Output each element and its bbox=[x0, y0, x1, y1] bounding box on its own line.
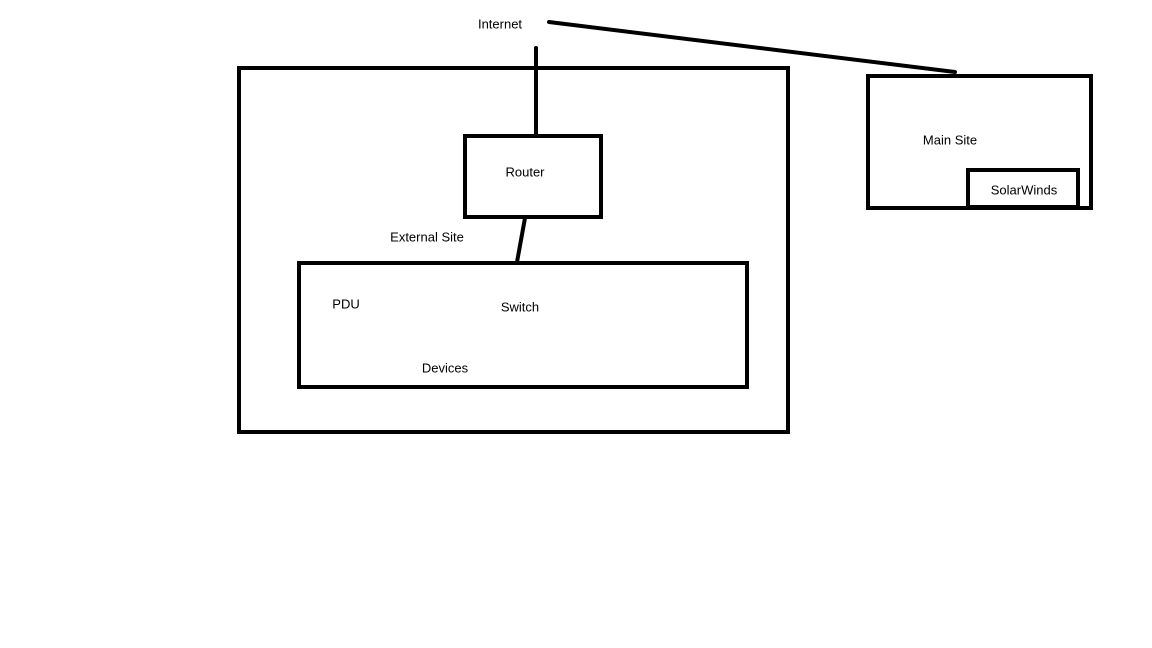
router-box bbox=[463, 134, 603, 219]
external-site-label: External Site bbox=[390, 229, 464, 245]
main-site-label: Main Site bbox=[922, 132, 978, 148]
main-site-box bbox=[866, 74, 1093, 210]
pdu-label: PDU bbox=[332, 296, 360, 312]
router-label: Router bbox=[505, 164, 545, 180]
internet-main-site-link bbox=[547, 20, 957, 74]
devices-label: Devices bbox=[421, 360, 469, 376]
solarwinds-label: SolarWinds bbox=[990, 182, 1058, 198]
switch-box bbox=[297, 261, 749, 389]
switch-label: Switch bbox=[500, 299, 540, 315]
internet-label: Internet bbox=[477, 16, 523, 32]
router-switch-link bbox=[515, 217, 527, 263]
solarwinds-box bbox=[966, 168, 1080, 209]
external-site-box bbox=[237, 66, 790, 434]
